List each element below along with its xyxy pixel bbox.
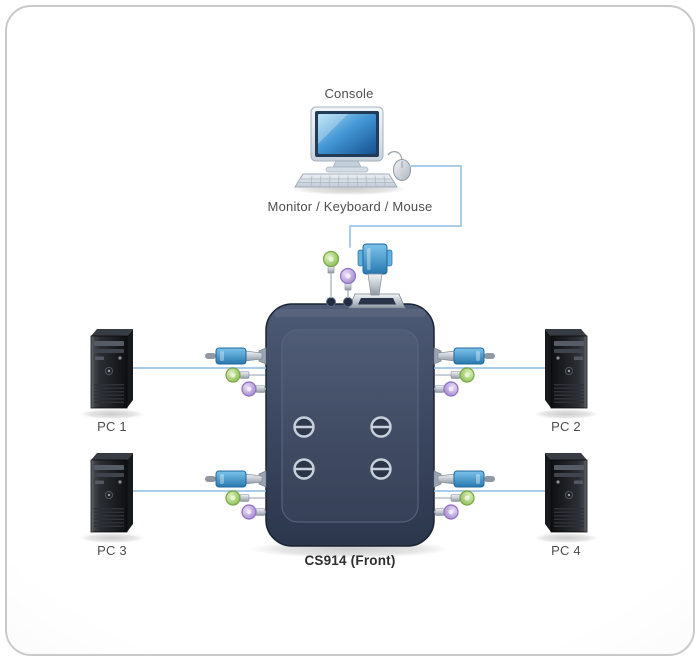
pc4-tower-icon: [533, 452, 599, 544]
console-connectors: [322, 243, 393, 298]
pc2-connector-cluster: [433, 347, 496, 397]
port-select-button-2: [370, 416, 392, 438]
pc4-connector-cluster: [433, 470, 496, 520]
pc2-tower-icon: [533, 328, 599, 420]
keyboard-icon: [294, 173, 398, 188]
pc3-tower-icon: [79, 452, 145, 544]
pc1-tower-icon: [80, 329, 144, 419]
console-cable-line: [349, 165, 462, 248]
pc2-label: PC 2: [551, 419, 581, 434]
pc3-connector-cluster: [204, 470, 267, 520]
console-label: Console: [324, 86, 374, 101]
pc1-connector-cluster: [205, 347, 267, 397]
pc1-label: PC 1: [97, 419, 127, 434]
monitor-icon: [310, 106, 384, 173]
port-select-button-3: [293, 458, 315, 480]
port-select-button-1: [293, 416, 315, 438]
peripherals-label: Monitor / Keyboard / Mouse: [267, 199, 433, 214]
ps2-purple-connector-icon: [339, 267, 357, 291]
kvm-switch-illustration: [265, 293, 435, 547]
pc3-label: PC 3: [97, 543, 127, 558]
switch-front-panel: [281, 329, 419, 523]
switch-console-ports: [326, 293, 406, 309]
ps2-green-connector-icon: [322, 250, 340, 274]
port-select-button-4: [370, 458, 392, 480]
mouse-icon: [387, 151, 411, 181]
console-computer-icon: [291, 106, 411, 195]
device-label: CS914 (Front): [304, 553, 396, 568]
vga-connector-icon: [357, 243, 393, 296]
pc4-label: PC 4: [551, 543, 581, 558]
